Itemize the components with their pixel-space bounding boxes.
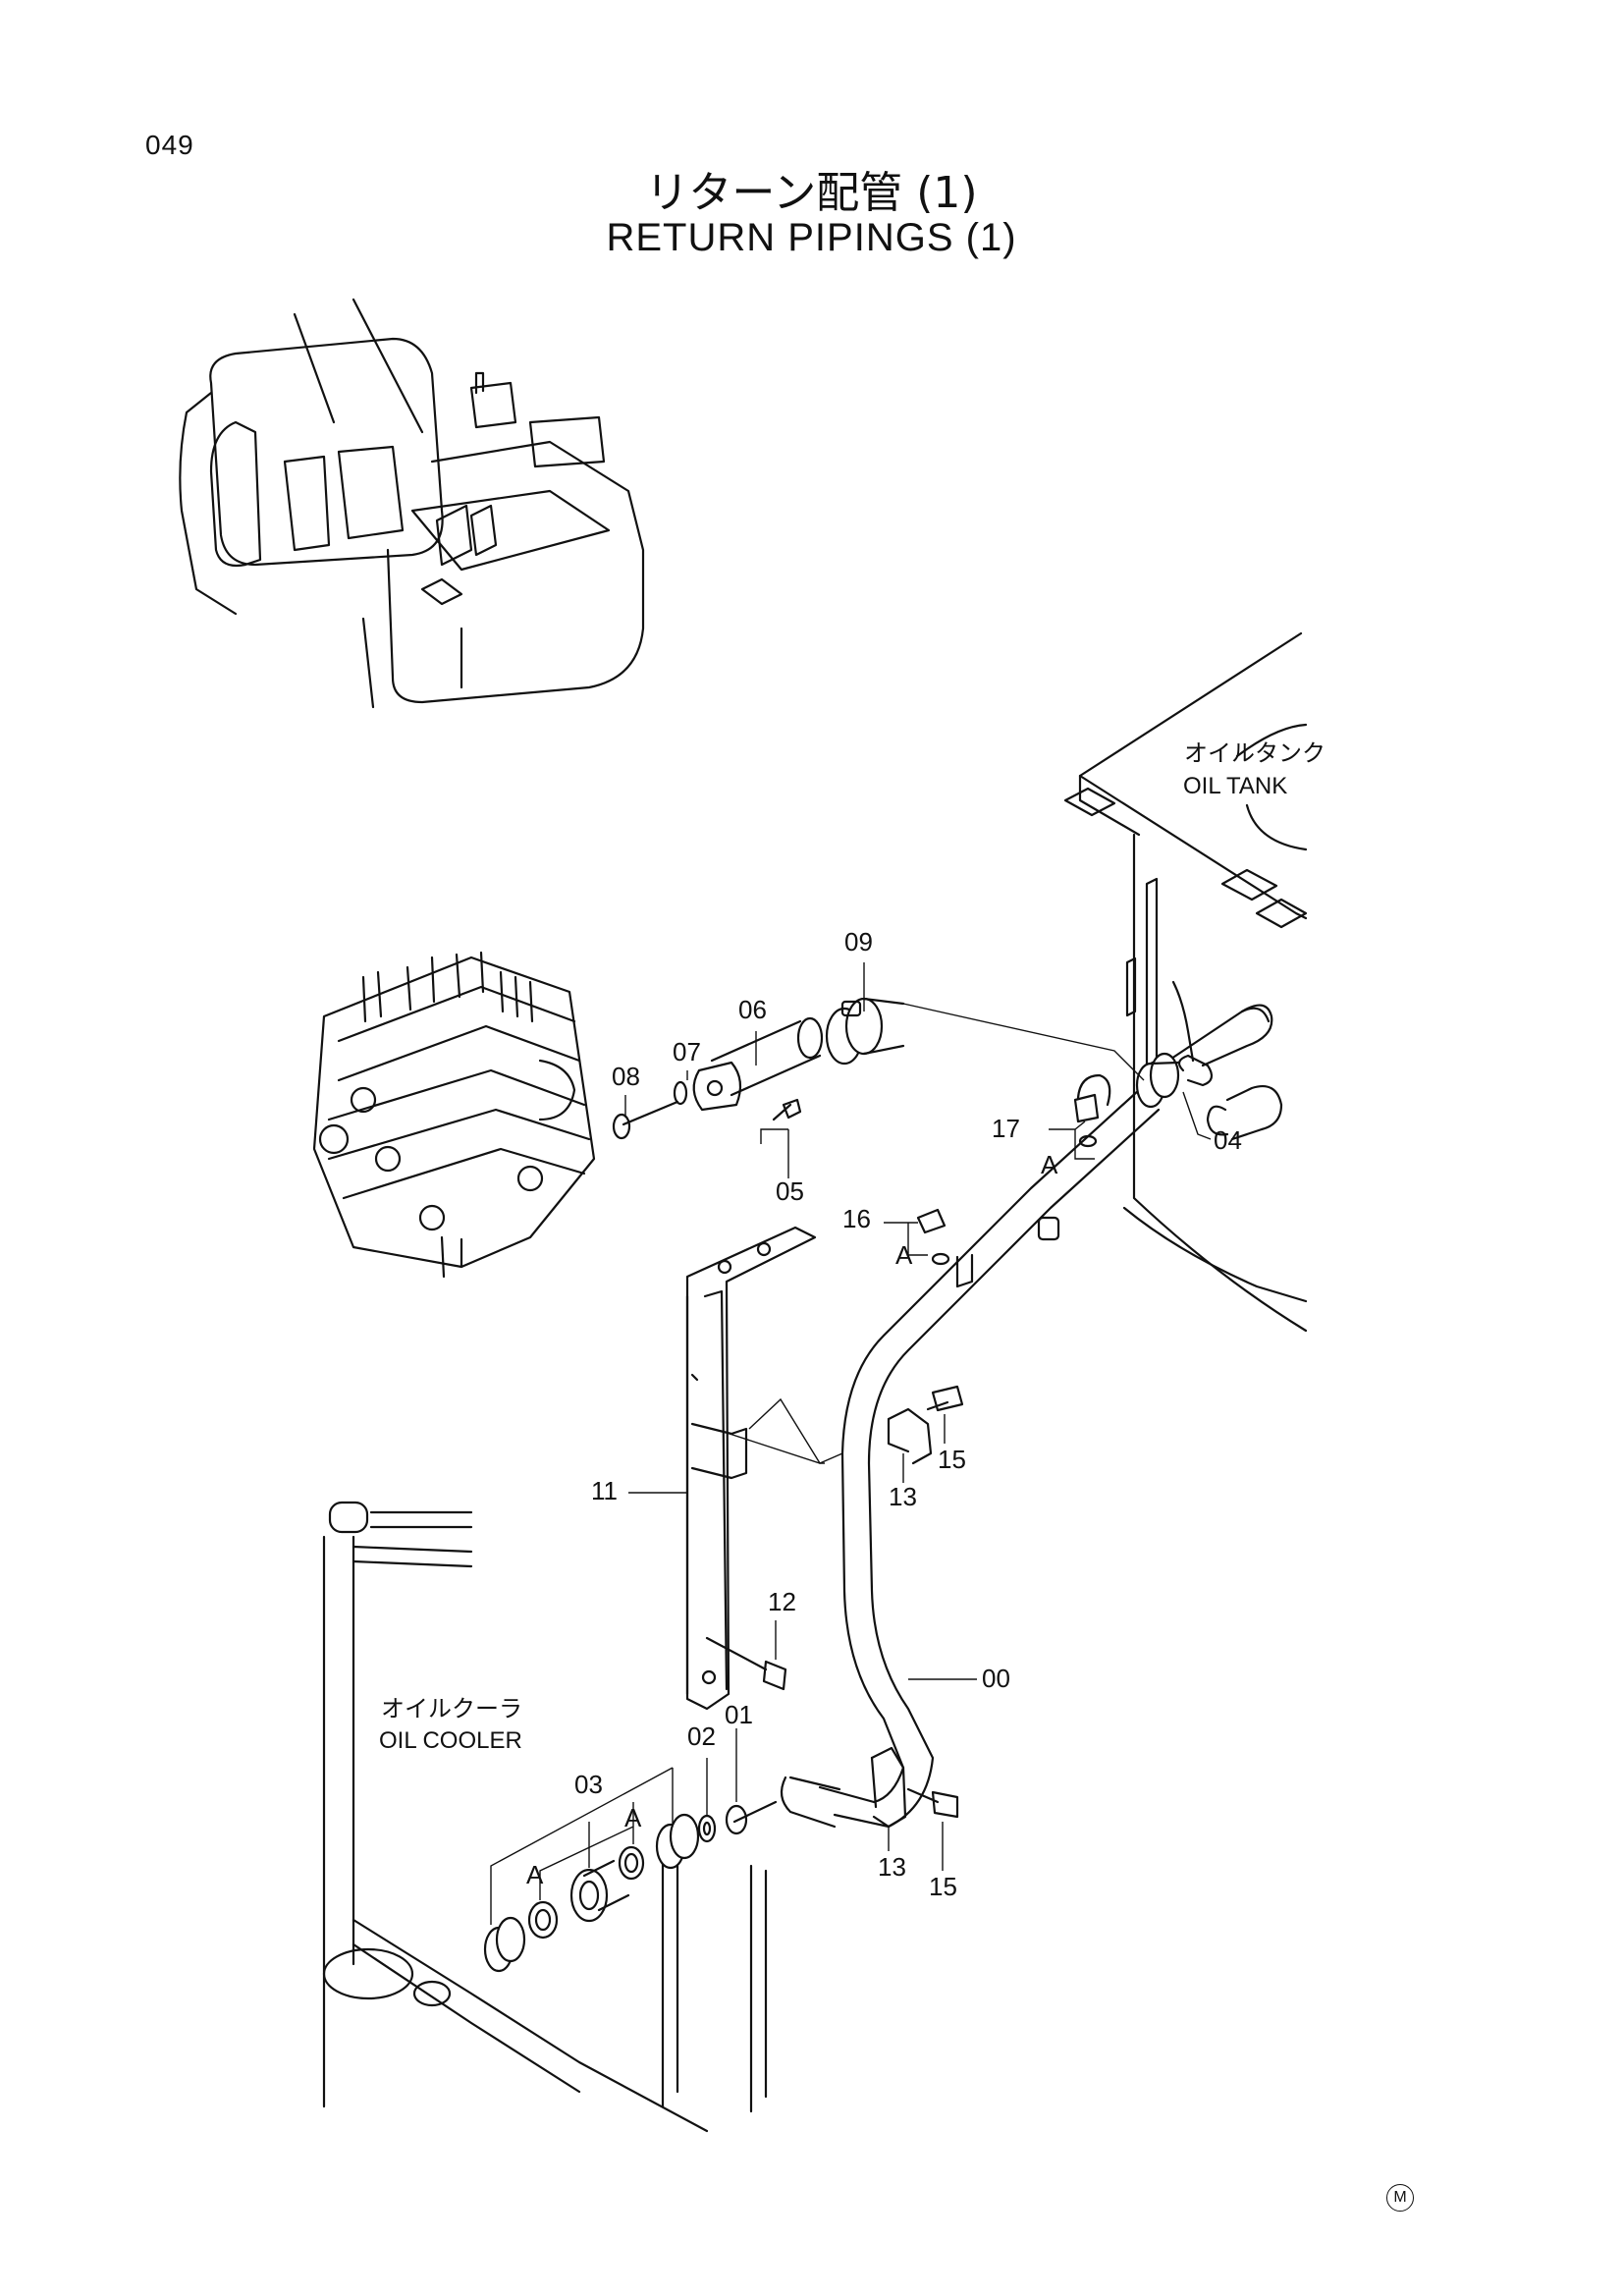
callout-15-lower: 15 xyxy=(929,1872,957,1901)
o-ring-07 xyxy=(673,1080,688,1106)
clamp-upper-a xyxy=(655,1813,700,1870)
page-title-english: RETURN PIPINGS (1) xyxy=(606,216,1017,259)
callout-a-16: A xyxy=(895,1240,913,1270)
bolt-16 xyxy=(916,1208,950,1266)
callout-11: 11 xyxy=(591,1476,618,1505)
callout-17: 17 xyxy=(992,1114,1020,1143)
pipe-06 xyxy=(692,1016,824,1112)
clip-13-upper xyxy=(887,1407,933,1465)
callout-13-upper: 13 xyxy=(889,1482,917,1511)
callout-a-upper: A xyxy=(624,1803,642,1832)
clamp-09 xyxy=(825,997,905,1066)
oil-tank-label-en: OIL TANK xyxy=(1183,773,1287,799)
oil-tank-illustration xyxy=(1063,631,1308,1333)
bolt-12 xyxy=(705,1636,787,1691)
bolt-17 xyxy=(1073,1093,1100,1148)
bolt-15-lower xyxy=(906,1787,959,1819)
oil-cooler-illustration xyxy=(322,1501,768,2133)
callout-15-upper: 15 xyxy=(938,1445,966,1474)
clip-13-lower xyxy=(870,1746,907,1829)
oil-cooler-label-jp: オイルクーラ xyxy=(381,1695,522,1722)
page-number: 049 xyxy=(145,130,194,160)
bracket-11 xyxy=(685,1226,817,1711)
oil-cooler-label-en: OIL COOLER xyxy=(379,1727,522,1754)
oil-tank-label-jp: オイルタンク xyxy=(1184,739,1325,767)
callout-a-17: A xyxy=(1041,1150,1058,1179)
callout-03: 03 xyxy=(574,1770,603,1799)
bolt-08 xyxy=(612,1100,679,1140)
clamp-04 xyxy=(1135,1052,1180,1109)
callout-13-lower: 13 xyxy=(878,1852,906,1882)
callout-12: 12 xyxy=(768,1587,796,1616)
callout-16: 16 xyxy=(842,1204,871,1233)
bolt-05 xyxy=(772,1098,802,1121)
callout-a-lower: A xyxy=(526,1860,544,1889)
excavator-locator-illustration xyxy=(179,298,645,709)
clamp-lower-a xyxy=(483,1916,526,1973)
callout-02: 02 xyxy=(687,1722,716,1751)
callout-01: 01 xyxy=(725,1700,753,1729)
callout-09: 09 xyxy=(844,927,873,957)
circled-m-mark: M xyxy=(1386,2184,1414,2212)
page-title-japanese: リターン配管 (1) xyxy=(645,168,978,218)
callout-06: 06 xyxy=(738,995,767,1024)
callout-00: 00 xyxy=(982,1664,1010,1693)
callout-04: 04 xyxy=(1214,1125,1242,1155)
fitting-01 xyxy=(725,1800,778,1835)
bolt-15-upper xyxy=(926,1385,964,1412)
callout-07: 07 xyxy=(673,1037,701,1066)
callout-08: 08 xyxy=(612,1062,640,1091)
hose-03 xyxy=(527,1845,645,1940)
washer-02 xyxy=(697,1814,717,1843)
return-pipe-00 xyxy=(780,1073,1161,1829)
callout-labels: 09 06 07 08 05 17 A 04 16 A 15 13 11 12 … xyxy=(379,739,1325,1901)
callout-05: 05 xyxy=(776,1176,804,1206)
leader-lines xyxy=(490,962,1212,1925)
control-valve-illustration xyxy=(312,951,596,1279)
